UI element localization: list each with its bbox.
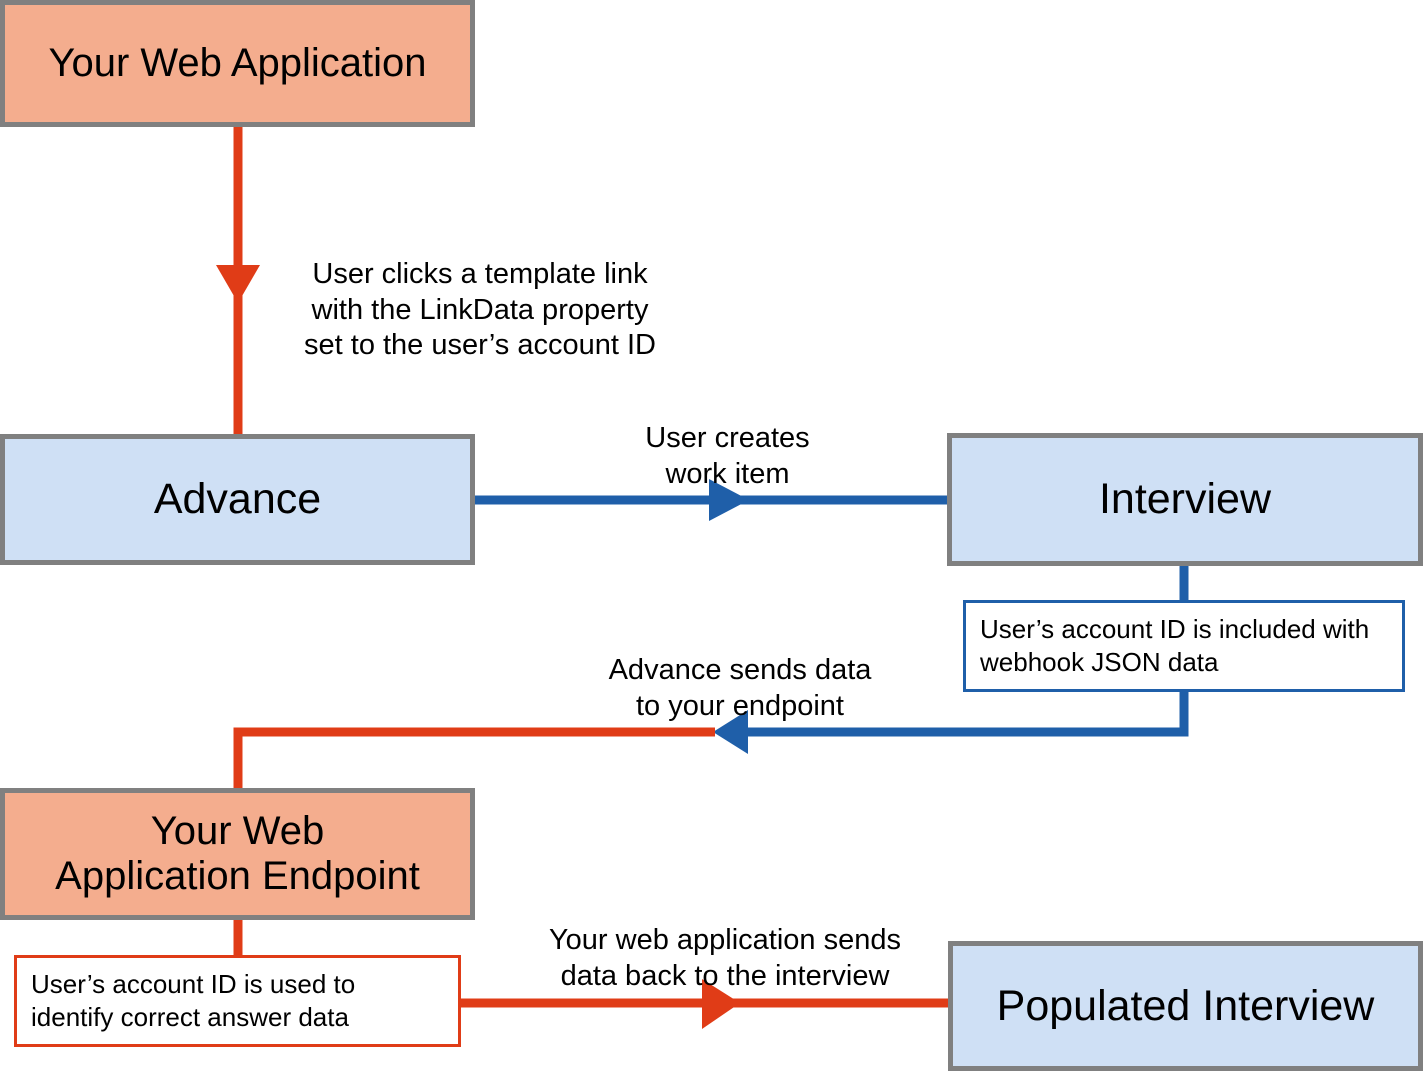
edge-label-send-back-to-interview: Your web application sends data back to … [500,888,950,994]
node-interview[interactable]: Interview [947,433,1423,566]
connector-webapp-to-advance [216,127,260,434]
edge-label-send-back-to-interview-text: Your web application sends data back to … [548,924,901,992]
node-label-populated-interview: Populated Interview [996,981,1375,1030]
note-answer-data-text: User’s account ID is used to identify co… [31,968,356,1032]
node-populated-interview[interactable]: Populated Interview [948,941,1423,1071]
node-label-your-web-application: Your Web Application [48,41,427,86]
note-answer-data: User’s account ID is used to identify co… [14,955,461,1047]
connector-endpoint-inbound [233,727,715,788]
edge-label-template-link-text: User clicks a template link with the Lin… [304,258,656,362]
edge-label-create-work-item: User creates work item [585,386,870,492]
note-webhook-json-text: User’s account ID is included with webho… [980,613,1370,677]
edge-label-advance-sends-data-text: Advance sends data to your endpoint [608,654,872,722]
edge-label-advance-sends-data: Advance sends data to your endpoint [560,618,920,724]
node-your-web-application-endpoint[interactable]: Your Web Application Endpoint [0,788,475,920]
node-advance[interactable]: Advance [0,434,475,565]
node-label-interview: Interview [1098,475,1272,524]
node-label-your-web-application-endpoint: Your Web Application Endpoint [55,809,420,898]
node-label-advance: Advance [153,475,322,524]
note-webhook-json: User’s account ID is included with webho… [963,600,1405,692]
node-your-web-application[interactable]: Your Web Application [0,0,475,127]
edge-label-template-link: User clicks a template link with the Lin… [280,222,680,364]
edge-label-create-work-item-text: User creates work item [645,422,810,490]
